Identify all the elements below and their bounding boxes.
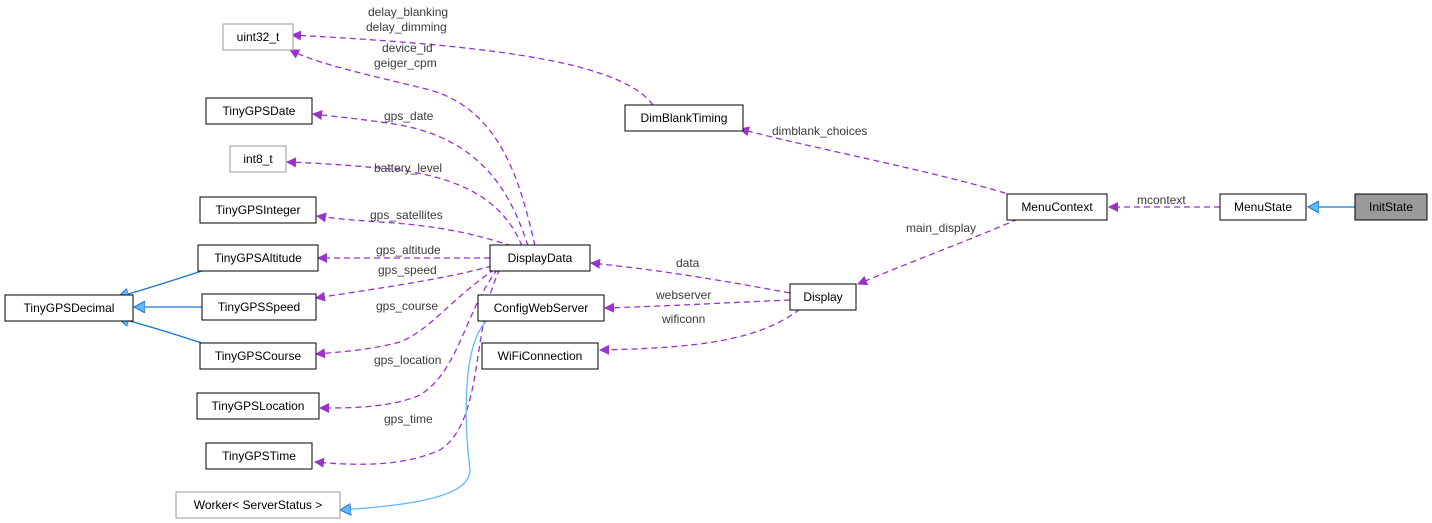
edge-data (590, 258, 791, 294)
edge-battery-level (286, 157, 523, 247)
edge-dimblank-choices (739, 126, 1016, 197)
label-battery-level: battery_level (374, 161, 442, 175)
edge-delay-to-uint32 (291, 30, 654, 106)
node-configwebserver-label: ConfigWebServer (494, 301, 589, 315)
node-uint32-t-label: uint32_t (237, 30, 280, 44)
nodes: uint32_t TinyGPSDate int8_t TinyGPSInteg… (4, 23, 1428, 519)
node-dimblanktiming-label: DimBlankTiming (641, 111, 728, 125)
label-delay-blanking: delay_blanking (368, 5, 448, 19)
edge-gps-date (312, 110, 529, 247)
node-menustate-label: MenuState (1234, 200, 1292, 214)
label-gps-satellites: gps_satellites (370, 208, 443, 222)
inherit-altitude-decimal (118, 269, 206, 297)
node-wificonnection[interactable]: WiFiConnection (481, 342, 599, 370)
node-menucontext-label: MenuContext (1021, 200, 1093, 214)
node-tinygpstime-label: TinyGPSTime (222, 449, 296, 463)
edge-gps-time (314, 268, 501, 468)
label-main-display: main_display (906, 221, 976, 235)
node-tinygpsspeed-label: TinyGPSSpeed (218, 300, 300, 314)
edge-labels: delay_blanking delay_dimming device_id g… (366, 5, 1186, 426)
node-tinygpsdecimal[interactable]: TinyGPSDecimal (4, 294, 134, 322)
node-tinygpsaltitude[interactable]: TinyGPSAltitude (197, 244, 319, 272)
edge-gps-location (319, 268, 499, 413)
node-tinygpsaltitude-label: TinyGPSAltitude (214, 251, 302, 265)
label-gps-time: gps_time (384, 412, 433, 426)
edges (118, 30, 1355, 510)
edge-gps-course (315, 268, 496, 359)
node-configwebserver[interactable]: ConfigWebServer (477, 294, 605, 322)
node-initstate[interactable]: InitState (1354, 193, 1428, 221)
node-tinygpsinteger-label: TinyGPSInteger (216, 203, 301, 217)
node-tinygpsdecimal-label: TinyGPSDecimal (24, 301, 115, 315)
edge-gps-satellites (316, 212, 513, 247)
node-int8-t[interactable]: int8_t (229, 145, 287, 173)
node-tinygpsdate-label: TinyGPSDate (223, 104, 296, 118)
inherit-configwebserver-worker (340, 317, 491, 510)
edge-gps-speed (315, 265, 493, 302)
node-worker-serverstatus-label: Worker< ServerStatus > (194, 498, 323, 512)
edge-device-id-to-uint32 (289, 49, 536, 247)
label-dimblank-choices: dimblank_choices (772, 124, 867, 138)
node-tinygpstime[interactable]: TinyGPSTime (205, 442, 313, 470)
node-displaydata[interactable]: DisplayData (489, 244, 591, 272)
edge-wificonn (599, 308, 801, 355)
node-menucontext[interactable]: MenuContext (1006, 193, 1108, 221)
edge-webserver (604, 299, 791, 313)
label-gps-altitude: gps_altitude (376, 243, 441, 257)
node-tinygpslocation-label: TinyGPSLocation (212, 399, 305, 413)
node-display[interactable]: Display (789, 283, 857, 311)
label-delay-dimming: delay_dimming (366, 20, 447, 34)
node-initstate-label: InitState (1369, 200, 1413, 214)
node-tinygpslocation[interactable]: TinyGPSLocation (196, 392, 320, 420)
node-displaydata-label: DisplayData (508, 251, 573, 265)
node-tinygpscourse[interactable]: TinyGPSCourse (199, 342, 317, 370)
edge-main-display (857, 218, 1019, 286)
label-geiger-cpm: geiger_cpm (374, 56, 437, 70)
node-dimblanktiming[interactable]: DimBlankTiming (624, 104, 744, 132)
label-webserver: webserver (655, 288, 711, 302)
inherit-course-decimal (118, 318, 206, 345)
node-tinygpscourse-label: TinyGPSCourse (215, 349, 302, 363)
label-device-id: device_id (382, 41, 433, 55)
node-int8-t-label: int8_t (243, 152, 273, 166)
node-wificonnection-label: WiFiConnection (498, 349, 583, 363)
label-gps-date: gps_date (384, 109, 434, 123)
label-gps-speed: gps_speed (378, 263, 437, 277)
node-uint32-t[interactable]: uint32_t (222, 23, 294, 51)
node-tinygpsdate[interactable]: TinyGPSDate (205, 97, 313, 125)
label-wificonn: wificonn (661, 312, 705, 326)
label-mcontext: mcontext (1137, 193, 1186, 207)
node-tinygpsspeed[interactable]: TinyGPSSpeed (201, 293, 317, 321)
label-gps-location: gps_location (374, 353, 441, 367)
node-display-label: Display (803, 290, 842, 304)
label-data: data (676, 256, 700, 270)
node-worker-serverstatus[interactable]: Worker< ServerStatus > (175, 491, 341, 519)
node-menustate[interactable]: MenuState (1219, 193, 1307, 221)
label-gps-course: gps_course (376, 299, 438, 313)
node-tinygpsinteger[interactable]: TinyGPSInteger (199, 196, 317, 224)
